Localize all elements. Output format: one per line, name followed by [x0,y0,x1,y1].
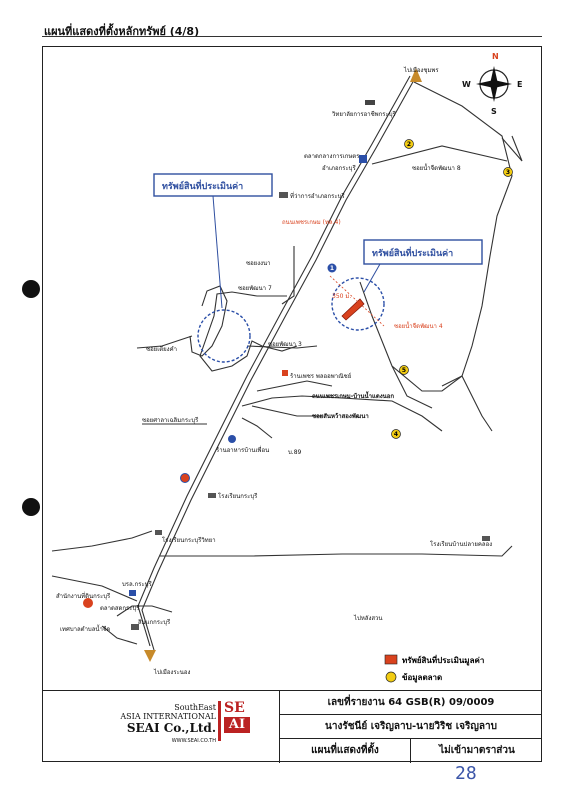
restaurant-icon [228,435,236,443]
label-market: ตลาดกลางการเกษตร [304,153,360,160]
compass-e: E [517,80,522,89]
footer: SouthEast ASIA INTERNATIONAL SEAI Co.,Lt… [42,690,542,763]
company-line1: SouthEast [174,703,216,712]
road-network [51,75,523,651]
company-name-lines: SouthEast ASIA INTERNATIONAL [120,703,216,721]
label-school2: โรงเรียนกระบุรีวิทยา [162,536,216,544]
label-shop: ร้านเพชร พลออพาณิชย์ [290,372,351,380]
handwritten-page-number: 28 [455,763,477,784]
subject-property [341,298,365,321]
callout-right: ทรัพย์สินที่ประเมินค่า [363,239,483,293]
report-number: เลขที่รายงาน 64 GSB(R) 09/0009 [280,691,542,715]
label-office2: สำนักงานที่ดินกระบุรี [56,592,111,600]
punch-hole [22,280,40,298]
svg-text:2: 2 [407,141,411,148]
marker-5 [399,365,409,375]
map-frame [42,46,542,762]
map-info-row: แผนที่แสดงที่ตั้ง ไม่เข้ามาตราส่วน [280,739,542,763]
compass-w: W [462,80,471,89]
company-line3: SEAI Co.,Ltd. [126,721,216,735]
logo-bottom: AI [224,717,250,733]
callout-left-label: ทรัพย์สินที่ประเมินค่า [162,179,243,192]
label-temple: สิมแกกระบุรี [138,618,171,626]
company-web: WWW.SEAI.CO.TH [171,738,216,744]
label-songna: ซอยงงนา [246,260,271,267]
label-to-chumphon: ไปเมืองชุมพร [403,66,439,74]
legend-market-swatch [385,671,397,683]
label-office: ที่ว่าการอำเภอกระบุรี [290,192,345,200]
north-arrow-icon: N S E W [462,52,522,116]
market-markers: 1 2 3 4 5 [327,139,513,439]
police-icon [83,598,93,608]
landmark-icons [83,100,490,630]
school-icon [208,493,216,498]
marker-2 [404,139,414,149]
label-soi-school: ซอยศาลาเฉลิมกระบุรี [142,416,199,424]
subject-radius-circle [331,277,385,331]
label-soi-huai: ซอยสันหว้าสองพัฒนา [312,412,369,420]
label-college: วิทยาลัยการอาชีพกระบุรี [331,110,396,118]
marker-1 [327,263,337,273]
map-labels: ไปเมืองชุมพร ไปเมืองระนอง ไปหลังสวน วิทย… [56,66,492,676]
bank-icon [129,590,136,596]
marker-4 [391,429,401,439]
company-line2: ASIA INTERNATIONAL [120,712,216,721]
legend-subject-swatch [384,654,398,665]
label-bs89: บ.89 [288,449,302,456]
compass-s: S [491,107,497,116]
label-soi-left: ซอยเตียงคำ [146,345,177,353]
legend-market-label: ข้อมูลตลาด [402,672,442,683]
label-road-main: ถนนเพชรเกษม-บ้านน้ำแดงนอก [312,390,394,400]
school-icon [482,536,490,541]
college-icon [365,100,375,105]
company-logo: SE AI [218,701,251,741]
callout-right-label: ทรัพย์สินที่ประเมินค่า [372,246,453,259]
label-soi-mid: ซอยพัฒนา 3 [268,341,302,348]
label-bank: บรล.กระบุรี [122,580,153,588]
school-icon [155,530,162,535]
marker-3 [503,167,513,177]
office-icon [279,192,288,198]
shop-icon [282,370,288,376]
label-school3: โรงเรียนบ้านปลายคลอง [430,540,492,548]
company-block: SouthEast ASIA INTERNATIONAL SEAI Co.,Lt… [42,691,280,763]
label-school1: โรงเรียนกระบุรี [218,492,258,500]
compass-n: N [492,52,499,61]
label-soi7: ซอยพัฒนา 7 [238,285,272,292]
scale-note: ไม่เข้ามาตราส่วน [439,745,515,756]
svg-text:4: 4 [394,431,398,438]
page-title: แผนที่แสดงที่ตั้งหลักทรัพย์ (4/8) [44,25,200,38]
location-map: N S E W ทรัพย์สินที่ประเมินค่า ทรัพย์สิน… [51,52,523,683]
distance-leader [329,275,385,327]
arrow-north-icon [410,68,422,82]
market-icon [359,155,367,163]
label-to-langsuan: ไปหลังสวน [353,614,383,622]
fuel-icon [180,473,190,483]
logo-top: SE [224,700,245,716]
label-distance: 350 ม. [332,293,351,300]
reference-radius-circle [197,309,251,363]
label-police: ตลาดสดกระบุรี [100,604,140,612]
label-soi8: ซอยน้ำจืดพัฒนา 8 [412,162,461,172]
label-district: อำเภอกระบุรี [322,164,356,172]
punch-hole [22,498,40,516]
temple-icon [131,624,139,630]
legend: ทรัพย์สินที่ประเมินมูลค่า ข้อมูลตลาด [384,654,484,683]
owner-name: นางรัชนีย์ เจริญลาบ-นายวิริช เจริญลาบ [280,715,542,739]
map-title: แผนที่แสดงที่ตั้ง [280,739,411,763]
label-restaurant: ร้านอาหารบ้านเพื่อน [216,446,269,454]
label-soi4: ซอยน้ำจืดพัฒนา 4 [394,320,443,330]
header-rule [42,36,542,37]
svg-text:5: 5 [402,367,406,374]
legend-subject-label: ทรัพย์สินที่ประเมินมูลค่า [402,654,484,666]
callout-left: ทรัพย์สินที่ประเมินค่า [153,173,273,309]
label-to-ranong: ไปเมืองระนอง [153,668,191,676]
label-municipal: เทศบาลตำบลน้ำจืด [60,623,110,633]
svg-text:3: 3 [506,169,510,176]
label-hwy4: ถนนเพชรเกษม (ทล.4) [282,219,341,226]
arrow-south-icon [144,650,156,662]
svg-text:1: 1 [330,265,334,272]
